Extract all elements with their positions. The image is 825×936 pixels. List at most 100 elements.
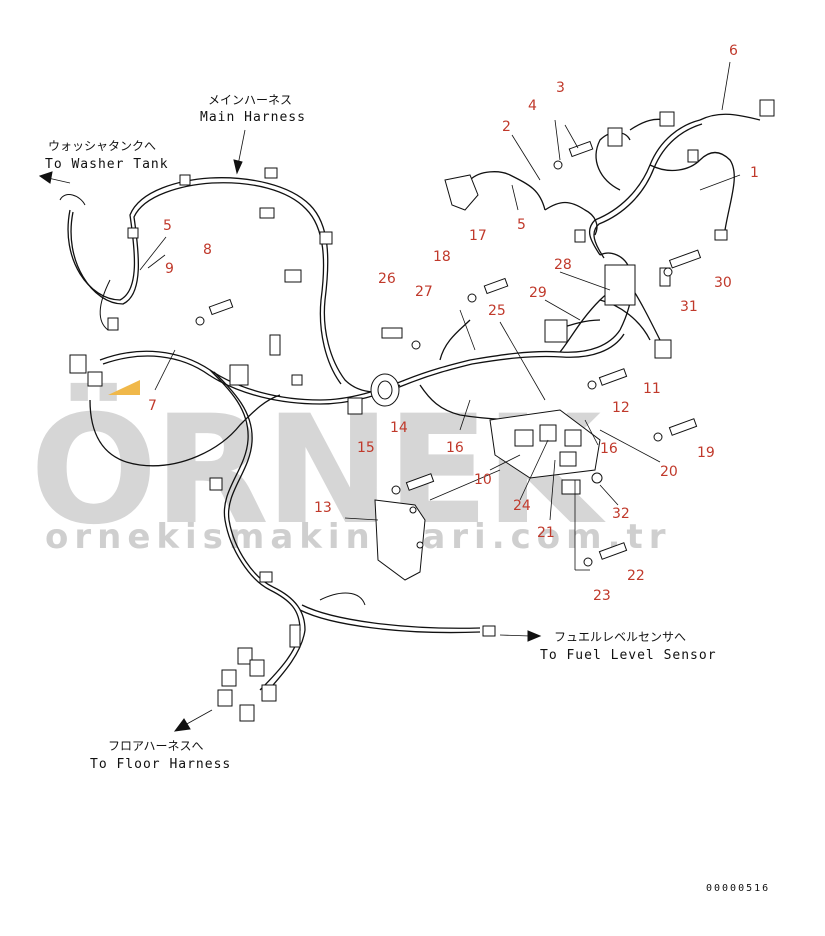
connector <box>127 227 139 239</box>
part-number: 21 <box>537 525 555 541</box>
washer-tank-label-jp: ウォッシャタンクへ <box>48 139 156 153</box>
watermark: ÖRNEK ornekismakinalari.com.tr <box>30 380 672 558</box>
part-number: 16 <box>446 440 464 456</box>
part-number: 25 <box>488 303 506 319</box>
connector <box>261 684 277 702</box>
bolts <box>195 140 728 567</box>
part-number: 16 <box>600 441 618 457</box>
part-number: 28 <box>554 257 572 273</box>
connector <box>291 374 303 386</box>
part-number: 4 <box>528 98 537 114</box>
connector <box>69 354 87 374</box>
direction-arrows <box>38 129 542 732</box>
connector <box>87 371 103 387</box>
part-number: 17 <box>469 228 487 244</box>
connector-block <box>604 264 636 306</box>
part-number: 24 <box>513 498 531 514</box>
connector <box>482 625 496 637</box>
connector <box>179 174 191 186</box>
connector <box>264 167 278 179</box>
relay <box>514 429 534 447</box>
watermark-url: ornekismakinalari.com.tr <box>45 517 672 557</box>
arrow-icon <box>173 718 191 732</box>
part-number: 10 <box>474 472 492 488</box>
connector <box>259 207 275 219</box>
callout-labels: メインハーネス Main Harness ウォッシャタンクへ To Washer… <box>45 93 717 772</box>
connectors <box>69 99 775 722</box>
part-number: 3 <box>556 80 565 96</box>
washer-tank-label-en: To Washer Tank <box>45 157 169 172</box>
arrow-icon <box>233 159 243 175</box>
relay <box>564 429 582 447</box>
connector <box>259 571 273 583</box>
fuel-level-label-jp: フュエルレベルセンサへ <box>554 630 686 644</box>
floor-harness-label-jp: フロアハーネスへ <box>108 739 204 753</box>
part-number: 22 <box>627 568 645 584</box>
part-numbers: 1 2 3 4 5 5 6 7 8 9 10 11 12 13 14 15 16… <box>148 43 759 604</box>
part-number: 8 <box>203 242 212 258</box>
connector <box>217 689 233 707</box>
fuel-level-label-en: To Fuel Level Sensor <box>540 648 717 663</box>
connector <box>759 99 775 117</box>
bolt <box>591 472 603 484</box>
connector <box>574 229 586 243</box>
main-harness-wires <box>59 113 761 695</box>
connector <box>221 669 237 687</box>
connector <box>561 479 581 495</box>
part-number: 19 <box>697 445 715 461</box>
connector <box>237 647 253 665</box>
connector <box>209 477 223 491</box>
part-number: 11 <box>643 381 661 397</box>
connector <box>687 149 699 163</box>
part-number: 7 <box>148 398 157 414</box>
connector <box>284 269 302 283</box>
leader-lines <box>139 61 741 571</box>
part-number: 2 <box>502 119 511 135</box>
arrow-icon <box>38 171 53 184</box>
part-number: 14 <box>390 420 408 436</box>
part-number: 29 <box>529 285 547 301</box>
connector <box>239 704 255 722</box>
connector <box>107 317 119 331</box>
grommet-inner <box>377 380 393 400</box>
part-number: 6 <box>729 43 738 59</box>
part-number: 1 <box>750 165 759 181</box>
part-number: 13 <box>314 500 332 516</box>
connector <box>229 364 249 386</box>
relay-bracket <box>444 174 479 211</box>
watermark-accent-icon <box>108 380 140 395</box>
connector <box>659 111 675 127</box>
part-number: 9 <box>165 261 174 277</box>
connector <box>654 339 672 359</box>
part-number: 15 <box>357 440 375 456</box>
part-number: 23 <box>593 588 611 604</box>
connector <box>659 267 671 287</box>
part-number: 20 <box>660 464 678 480</box>
part-number: 18 <box>433 249 451 265</box>
clamp <box>347 397 363 415</box>
main-harness-label-jp: メインハーネス <box>208 93 292 107</box>
connector <box>319 231 333 245</box>
connector <box>289 624 301 648</box>
relay <box>539 424 557 442</box>
part-number: 5 <box>517 217 526 233</box>
connector <box>607 127 623 147</box>
main-harness-label-en: Main Harness <box>200 110 306 125</box>
connector <box>544 319 568 343</box>
relay <box>559 451 577 467</box>
part-number: 26 <box>378 271 396 287</box>
drawing-code: 00000516 <box>706 883 770 894</box>
controller-bracket <box>374 499 426 581</box>
part-number: 27 <box>415 284 433 300</box>
connector <box>249 659 265 677</box>
connector <box>269 334 281 356</box>
part-number: 32 <box>612 506 630 522</box>
watermark-brand: ÖRNEK <box>30 382 606 558</box>
part-number: 30 <box>714 275 732 291</box>
part-number: 12 <box>612 400 630 416</box>
arrow-icon <box>527 630 542 642</box>
floor-harness-label-en: To Floor Harness <box>90 757 231 772</box>
part-number: 5 <box>163 218 172 234</box>
part-number: 31 <box>680 299 698 315</box>
